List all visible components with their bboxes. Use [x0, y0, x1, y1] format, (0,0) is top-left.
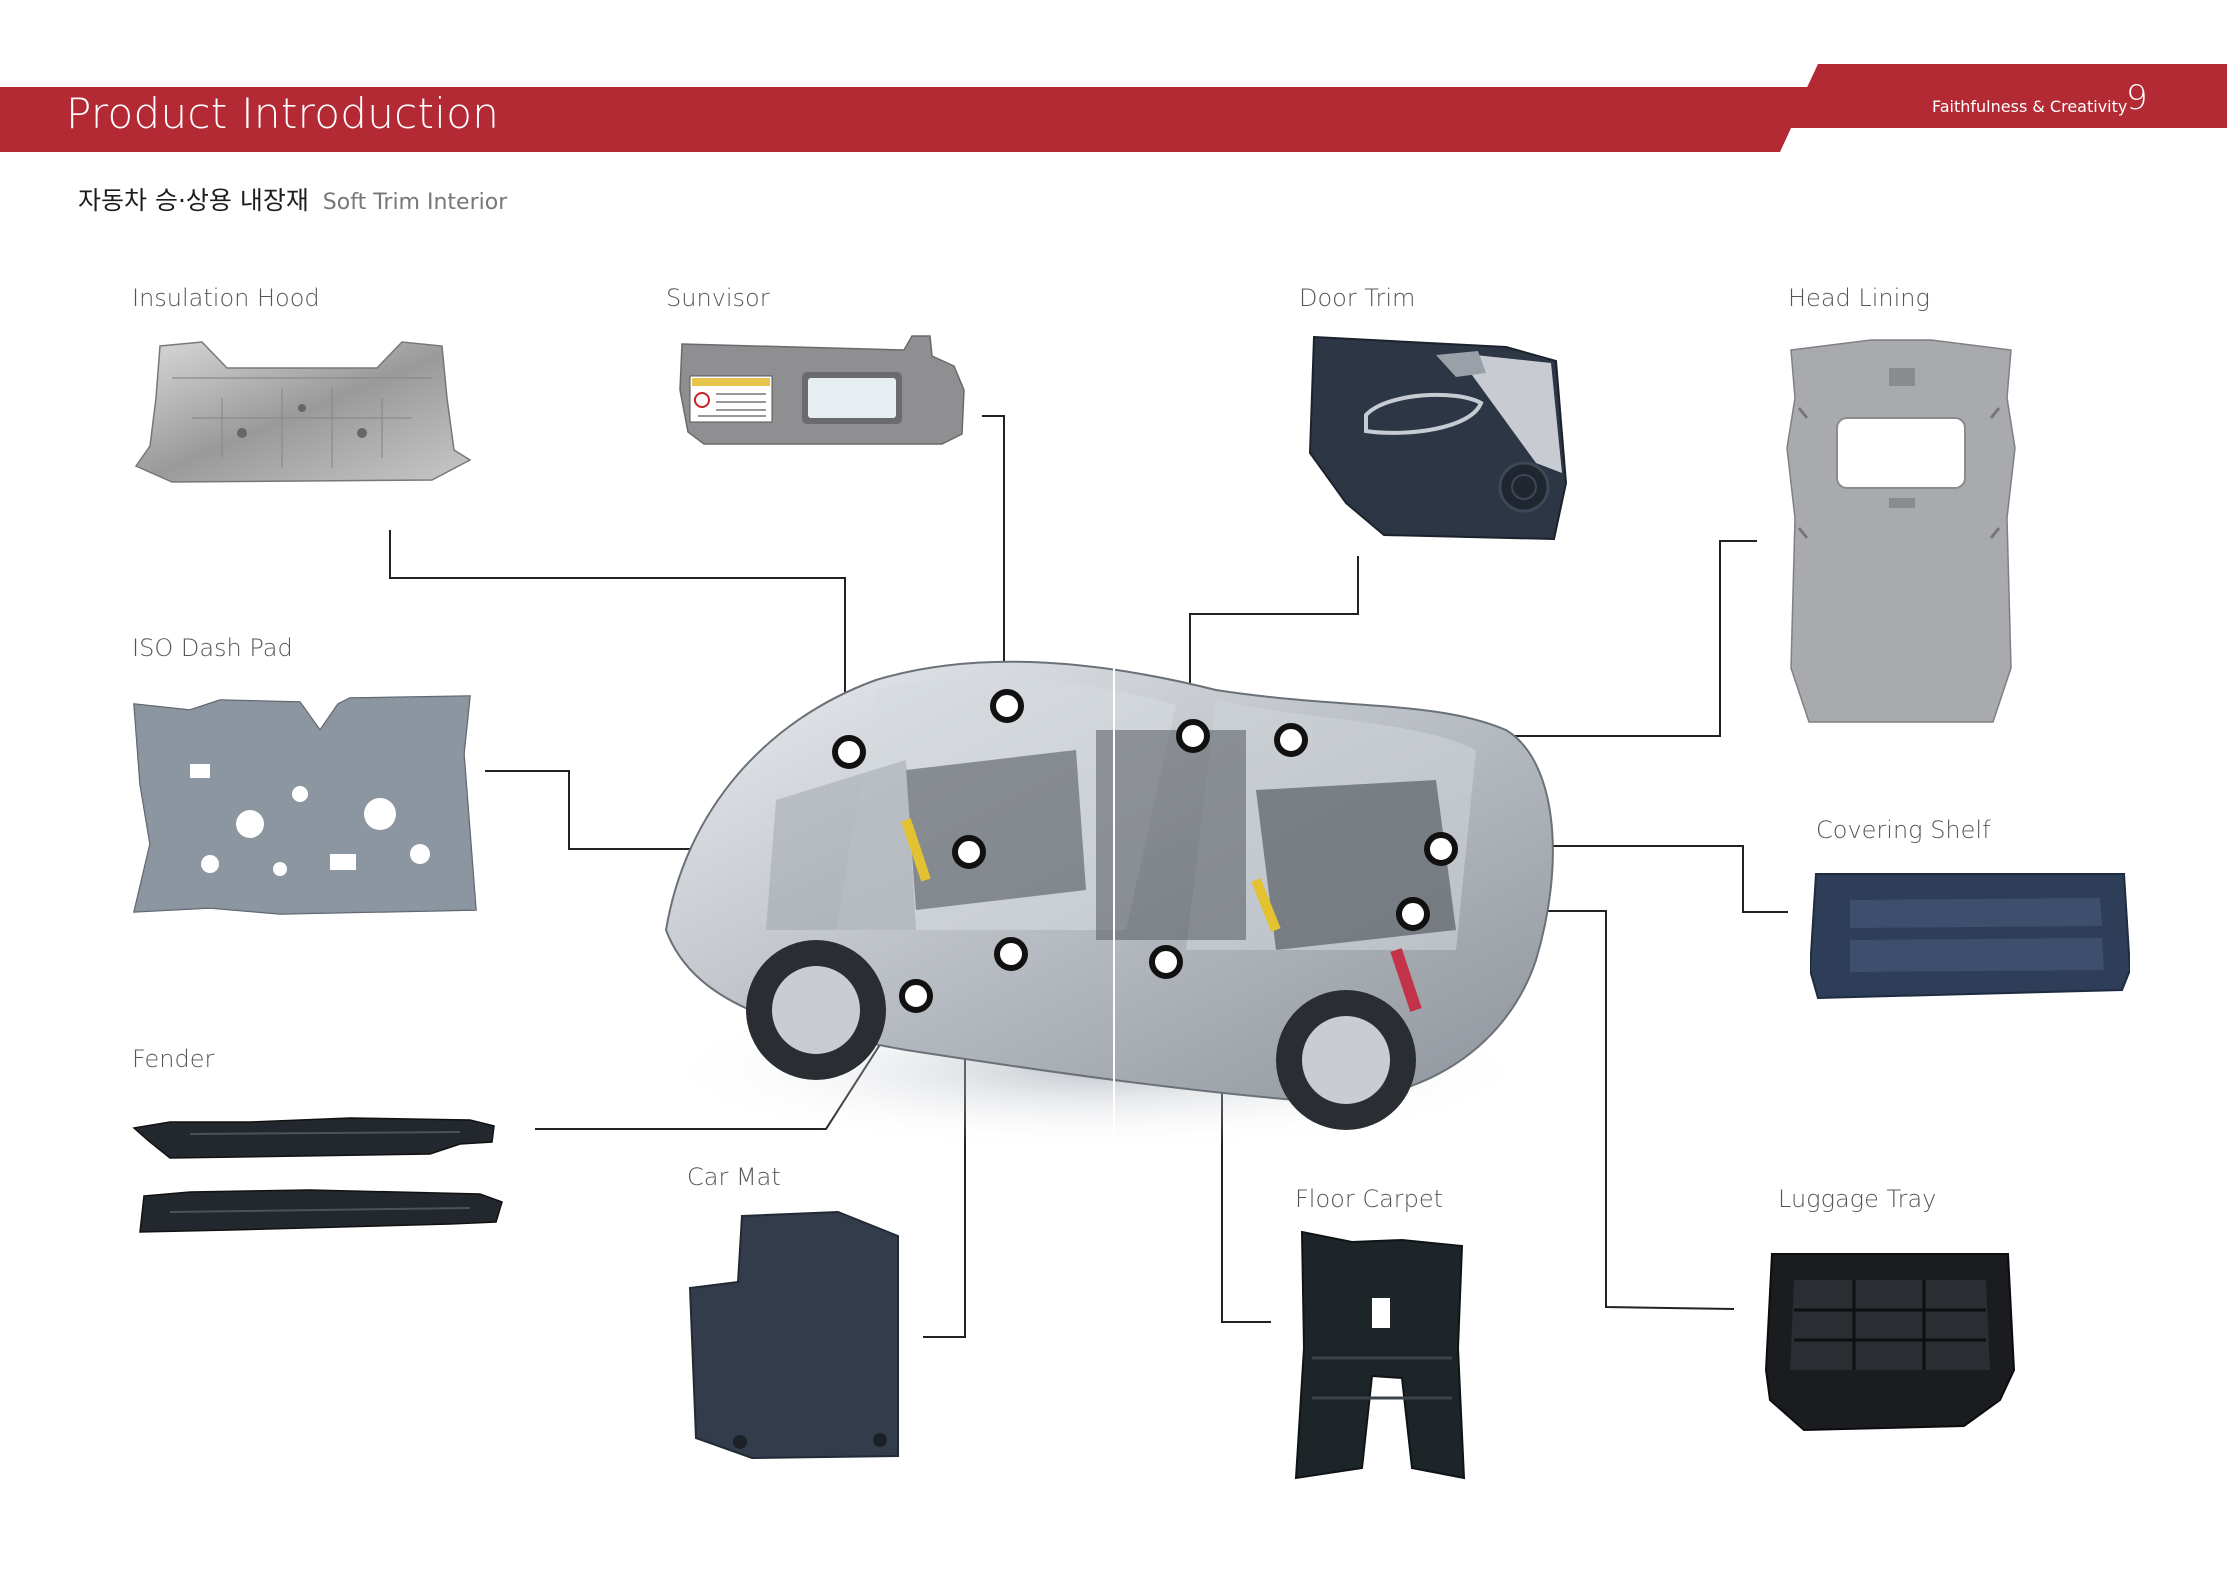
label-car-mat: Car Mat [687, 1163, 781, 1191]
luggage-tray-image [1764, 1253, 2016, 1432]
section-subtitle: 자동차 승·상용 내장재 Soft Trim Interior [78, 181, 507, 217]
marker-door-trim [1176, 719, 1210, 753]
iso-dash-pad-image [133, 695, 477, 915]
label-door-trim: Door Trim [1299, 284, 1416, 312]
marker-sunvisor [990, 689, 1024, 723]
sunvisor-image [679, 335, 965, 445]
header-banner [0, 64, 2227, 152]
marker-fender [899, 979, 933, 1013]
insulation-hood-image [134, 341, 472, 483]
marker-iso-dash-pad [952, 835, 986, 869]
marker-insulation-hood [832, 735, 866, 769]
marker-covering-shelf [1424, 832, 1458, 866]
label-luggage-tray: Luggage Tray [1778, 1185, 1937, 1213]
label-covering-shelf: Covering Shelf [1816, 816, 1991, 844]
covering-shelf-image [1810, 873, 2130, 1000]
subtitle-korean: 자동차 승·상용 내장재 [78, 186, 309, 215]
marker-head-lining [1274, 723, 1308, 757]
page-title: Product Introduction [66, 89, 500, 138]
tagline: Faithfulness & Creativity [1932, 97, 2128, 116]
marker-car-mat [994, 937, 1028, 971]
label-iso-dash-pad: ISO Dash Pad [132, 634, 293, 662]
label-head-lining: Head Lining [1788, 284, 1930, 312]
door-trim-image [1308, 335, 1568, 541]
label-fender: Fender [132, 1045, 215, 1073]
subtitle-english: Soft Trim Interior [322, 190, 508, 215]
floor-carpet-image [1294, 1230, 1466, 1480]
car-cutaway-icon [656, 660, 1554, 1150]
page-number: 9 [2126, 78, 2148, 118]
head-lining-image [1786, 339, 2016, 723]
fender-image [132, 1117, 503, 1233]
marker-floor-carpet [1149, 945, 1183, 979]
car-mat-image [688, 1210, 899, 1460]
marker-luggage-tray [1396, 897, 1430, 931]
label-floor-carpet: Floor Carpet [1295, 1185, 1444, 1213]
label-insulation-hood: Insulation Hood [132, 284, 320, 312]
label-sunvisor: Sunvisor [666, 284, 770, 312]
